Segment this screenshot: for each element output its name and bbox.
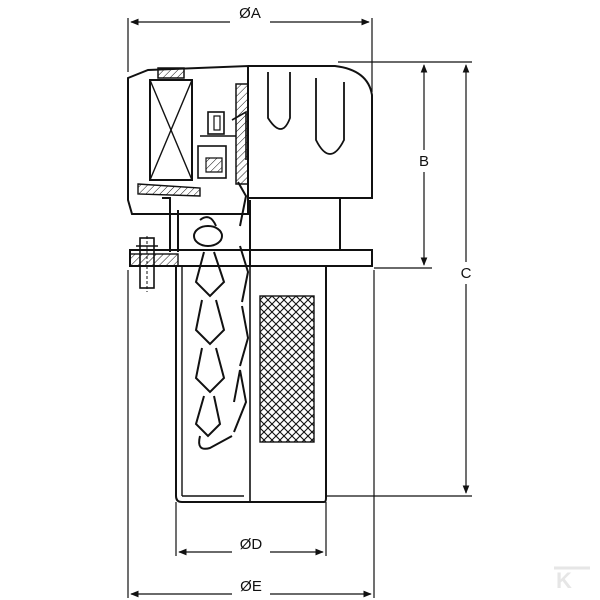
filter-mesh	[259, 295, 315, 443]
retaining-chain	[193, 181, 250, 450]
dimension-label-d: ØD	[240, 536, 263, 553]
filler-cap	[127, 64, 373, 251]
dimension-label-e: ØE	[240, 578, 262, 595]
dimension-label-a: ØA	[239, 5, 261, 22]
dimension-label-b: B	[419, 153, 429, 170]
brand-logo: K	[554, 566, 590, 593]
dimension-label-c: C	[461, 265, 472, 282]
strainer-basket	[175, 266, 327, 503]
mounting-flange	[129, 197, 373, 292]
logo-text: K	[556, 568, 572, 593]
